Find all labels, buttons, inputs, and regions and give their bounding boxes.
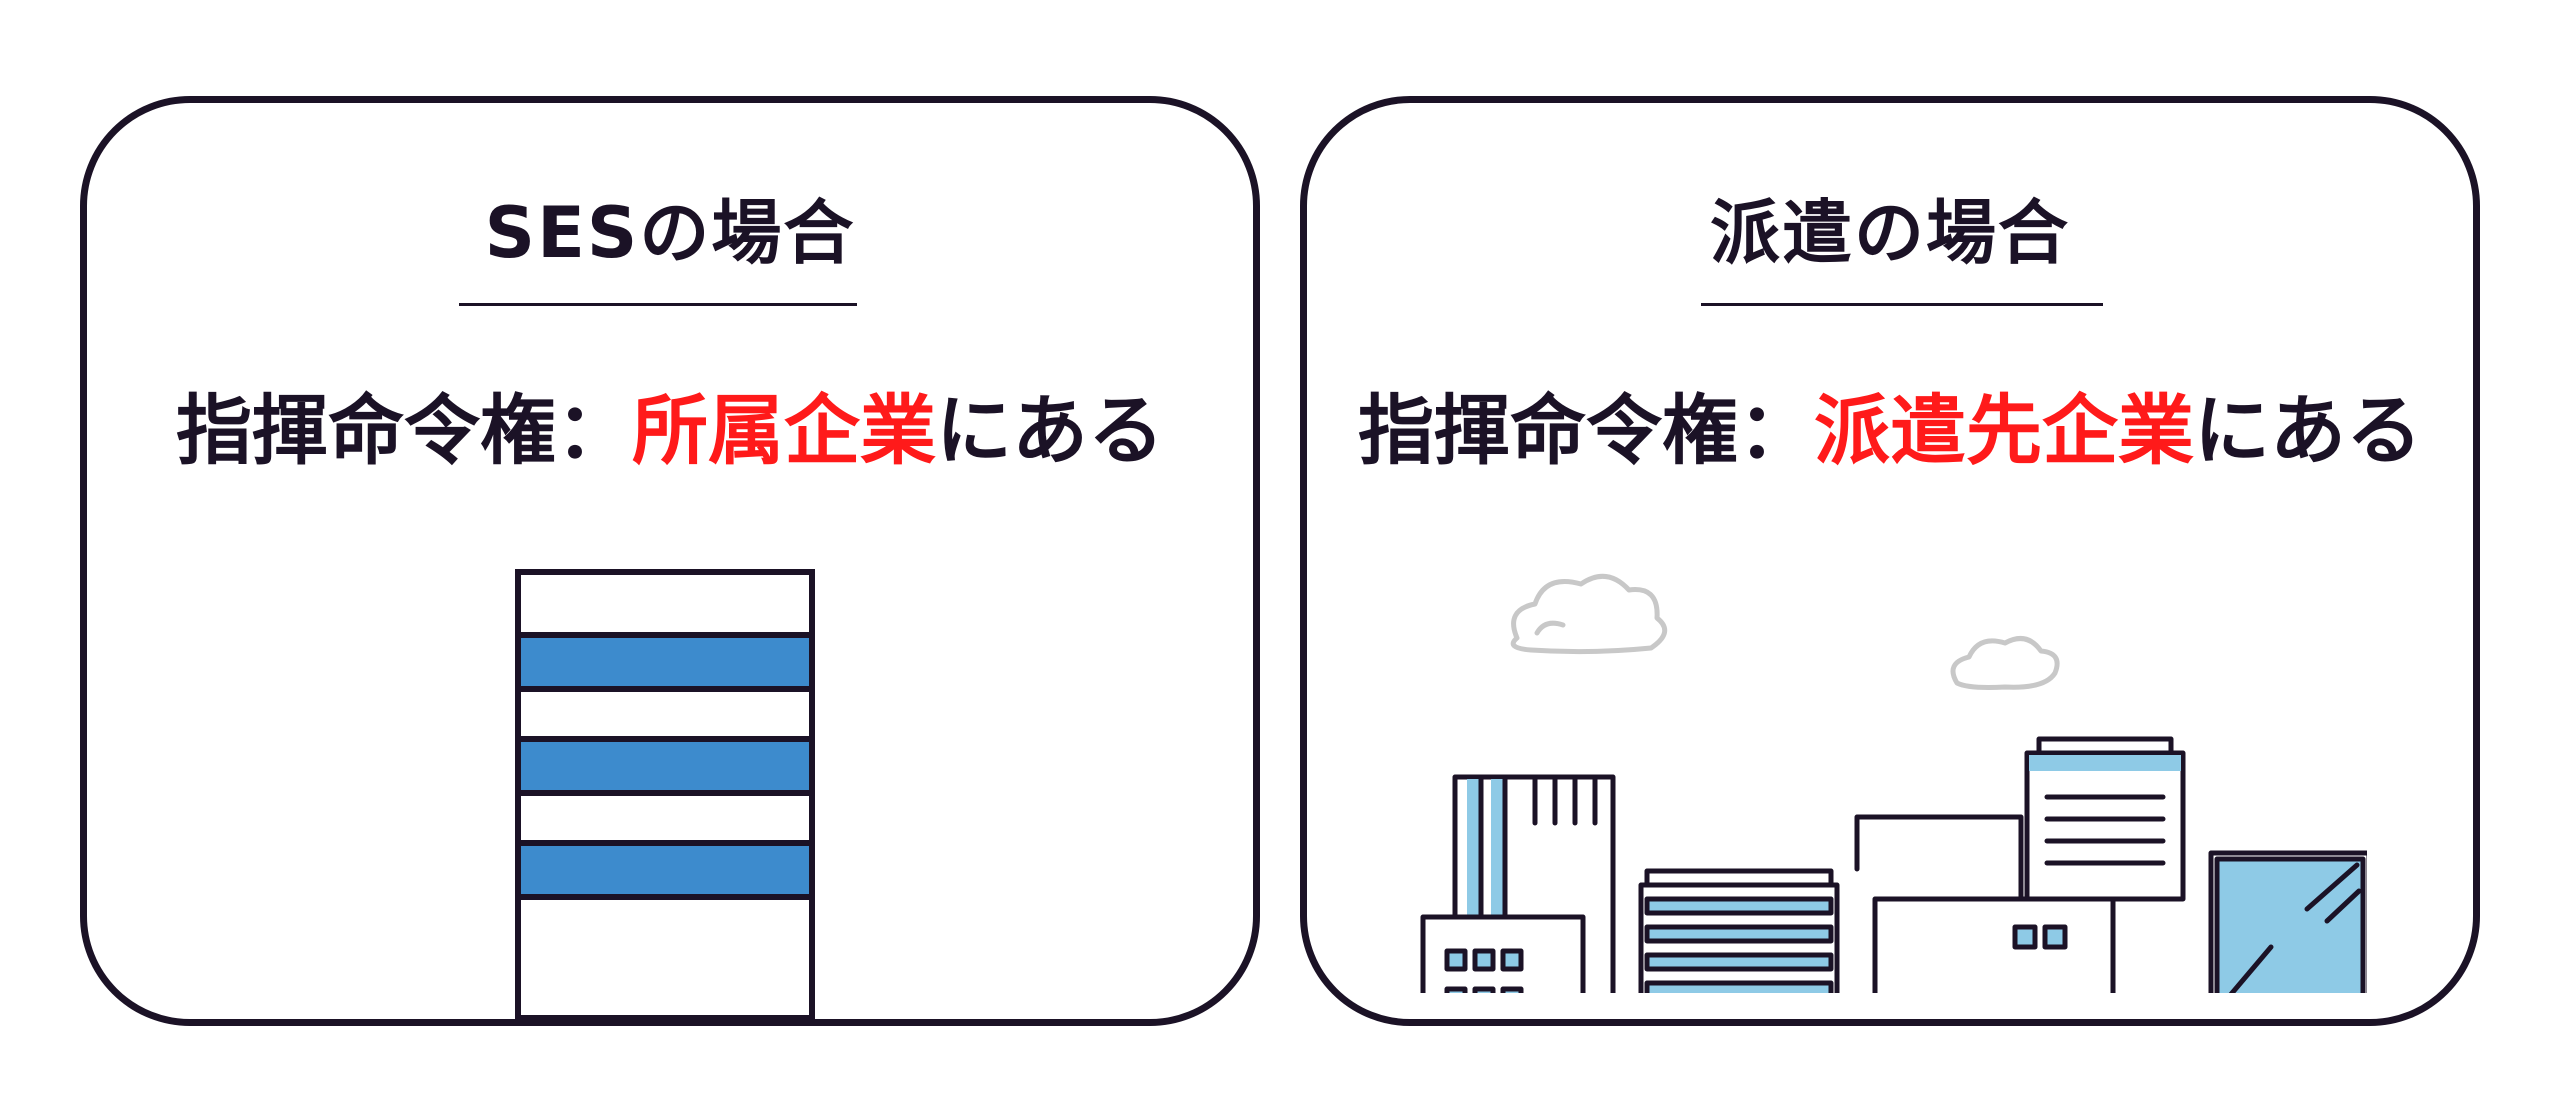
cloud-icon (1510, 573, 1668, 655)
ses-authority-line: 指揮命令権：所属企業にある (87, 393, 1253, 469)
haken-authority-highlight: 派遣先企業 (1814, 386, 2194, 475)
ses-panel: SESの場合 指揮命令権：所属企業にある (80, 96, 1260, 1026)
haken-panel-title: 派遣の場合 (1710, 192, 2070, 274)
cloud-icon (1950, 636, 2060, 690)
office-building-icon (515, 569, 815, 1021)
haken-authority-line: 指揮命令権：派遣先企業にある (1307, 393, 2473, 469)
haken-authority-label: 指揮命令権： (1358, 386, 1814, 475)
haken-panel: 派遣の場合 指揮命令権：派遣先企業にある (1300, 96, 2480, 1026)
ses-panel-title: SESの場合 (484, 192, 856, 274)
ses-authority-highlight: 所属企業 (632, 386, 936, 475)
haken-authority-suffix: にある (2194, 386, 2422, 475)
city-skyline-icon (1420, 573, 2367, 993)
ses-authority-suffix: にある (936, 386, 1164, 475)
haken-title-underline (1701, 303, 2103, 306)
ses-title-underline (459, 303, 857, 306)
ses-authority-label: 指揮命令権： (176, 386, 632, 475)
